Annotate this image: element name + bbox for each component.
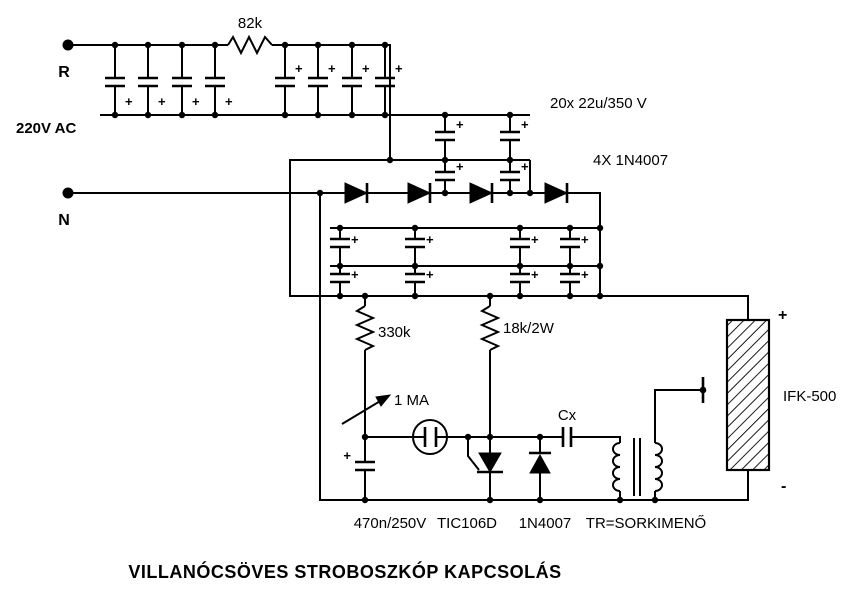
polarity-plus: +: [531, 232, 539, 247]
transformer-secondary: [654, 442, 663, 492]
wires: [68, 44, 749, 501]
capacitor-470n-label: 470n/250V: [354, 515, 427, 532]
resistor-330k: 330k: [354, 305, 411, 351]
polarity-plus: +: [192, 94, 200, 109]
cap-bank-label: 20x 22u/350 V: [550, 95, 647, 112]
trigger-transformer: TR=SORKIMENŐ: [586, 438, 706, 532]
diode-4: [544, 182, 569, 204]
cap-row-mid-2: + +: [435, 159, 529, 193]
polarity-plus: +: [521, 159, 529, 174]
polarity-plus: +: [125, 94, 133, 109]
polarity-plus: +: [351, 267, 359, 282]
trigger-electrode-node: [699, 386, 707, 394]
thyristor-label: TIC106D: [437, 515, 497, 532]
pot-label: 1 MA: [394, 392, 429, 409]
flyback-diode: 1N4007: [519, 451, 572, 532]
resistor-18k-label: 18k/2W: [503, 320, 555, 337]
flash-tube-body: [725, 318, 771, 472]
flyback-diode-body: [529, 453, 551, 474]
transformer-core: [633, 438, 641, 496]
capacitor-470n: + 470n/250V: [343, 448, 426, 532]
flyback-diode-label: 1N4007: [519, 515, 572, 532]
polarity-plus: +: [531, 267, 539, 282]
rectifier-label: 4X 1N4007: [593, 152, 668, 169]
cap-group-1: + + + +: [105, 45, 233, 115]
pot-arrow-shaft: [341, 399, 383, 425]
transformer-label: TR=SORKIMENŐ: [586, 515, 706, 532]
terminal-r: R: [58, 39, 74, 81]
cap-row-mid-1: + +: [435, 115, 529, 160]
polarity-plus: +: [395, 61, 403, 76]
polarity-plus: +: [426, 232, 434, 247]
diode-3: [469, 182, 494, 204]
polarity-plus: +: [295, 61, 303, 76]
polarity-plus: +: [581, 267, 589, 282]
polarity-plus: +: [456, 117, 464, 132]
potentiometer-1m: 1 MA: [341, 392, 429, 425]
polarity-plus: +: [362, 61, 370, 76]
mains-voltage-label: 220V AC: [16, 120, 76, 137]
polarity-plus: +: [351, 232, 359, 247]
neon-lamp: [412, 419, 448, 455]
pot-arrow-head: [375, 394, 392, 407]
transformer-primary: [612, 442, 621, 492]
cap-row-low-1: + + + +: [330, 228, 589, 266]
thyristor-tic106d: TIC106D: [437, 452, 503, 532]
resistor-18k: 18k/2W: [479, 305, 555, 351]
capacitor-cx-label: Cx: [558, 407, 577, 424]
capacitor-cx: Cx: [558, 407, 577, 447]
resistor-82k-label: 82k: [238, 15, 263, 32]
thyristor-body: [478, 452, 502, 473]
diode-1: [344, 182, 369, 204]
polarity-plus: +: [158, 94, 166, 109]
r-terminal-node: [62, 39, 74, 51]
n-terminal-label: N: [58, 212, 70, 229]
polarity-plus: +: [581, 232, 589, 247]
cap-row-low-2: + + + +: [330, 266, 589, 296]
resistor-82k: 82k: [227, 15, 273, 56]
n-terminal-node: [62, 187, 74, 199]
polarity-plus: +: [426, 267, 434, 282]
terminal-n: N: [58, 187, 74, 229]
polarity-plus: +: [456, 159, 464, 174]
polarity-plus: +: [328, 61, 336, 76]
r-terminal-label: R: [58, 64, 70, 81]
polarity-plus: +: [521, 117, 529, 132]
rectifier-diodes: 4X 1N4007: [344, 152, 668, 204]
cap-group-2: + + + +: [275, 45, 403, 115]
resistor-82k-body: [227, 34, 273, 56]
diode-2: [407, 182, 432, 204]
flash-tube: + - IFK-500: [699, 307, 836, 495]
tube-anode-plus: +: [778, 307, 787, 324]
flash-tube-label: IFK-500: [783, 388, 836, 405]
polarity-plus: +: [343, 448, 351, 463]
polarity-plus: +: [225, 94, 233, 109]
junction-dots: [111, 41, 659, 504]
resistor-330k-label: 330k: [378, 324, 411, 341]
neon-lamp-bulb: [412, 419, 448, 455]
schematic-title: VILLANÓCSÖVES STROBOSZKÓP KAPCSOLÁS: [128, 561, 561, 582]
tube-cathode-minus: -: [781, 478, 786, 495]
